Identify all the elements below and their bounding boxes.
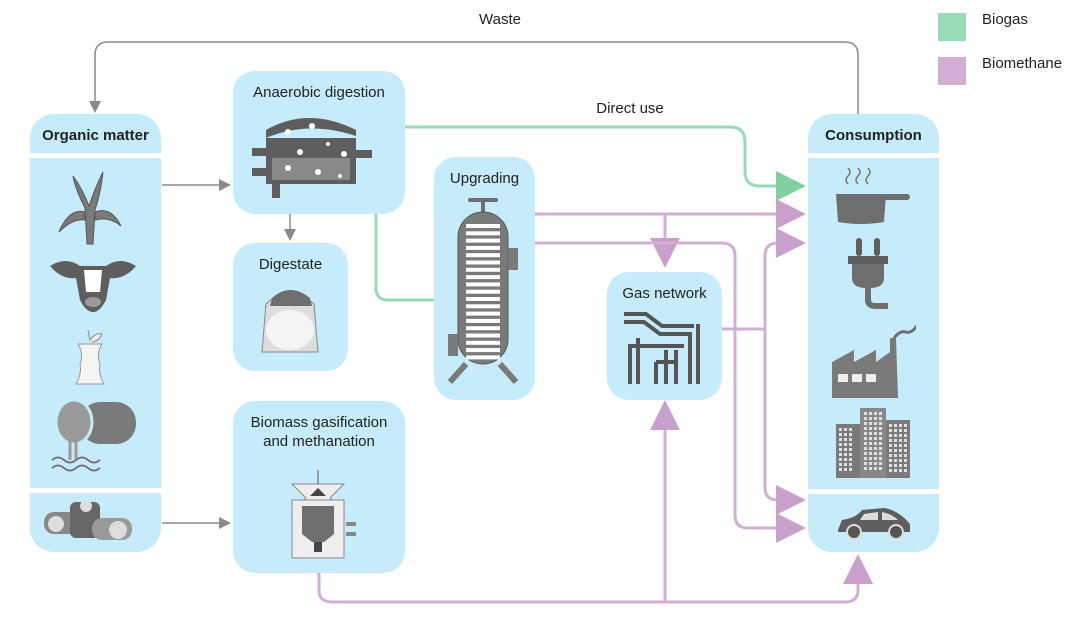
digestate-title: Digestate bbox=[258, 256, 323, 273]
legend-biogas-label: Biogas bbox=[982, 11, 1028, 28]
gasification-title-line2: and methanation bbox=[263, 433, 375, 450]
gasification-to-consumption-flow bbox=[317, 554, 873, 604]
upgrading-to-car-flow bbox=[535, 241, 806, 543]
consumption-box bbox=[808, 114, 939, 552]
pipeline-icon bbox=[624, 312, 700, 384]
factory-icon bbox=[832, 324, 916, 398]
wood-logs-icon bbox=[44, 500, 132, 540]
gasifier-icon bbox=[290, 470, 356, 559]
biogas-to-upgrading-flow bbox=[374, 213, 434, 302]
direct-use-flow bbox=[405, 125, 806, 201]
legend-biomethane-swatch bbox=[938, 57, 966, 85]
organic-matter-box bbox=[30, 114, 161, 552]
fertilizer-sack-icon bbox=[261, 290, 319, 353]
consumption-title: Consumption bbox=[825, 127, 922, 144]
anaerobic-digestion-title: Anaerobic digestion bbox=[253, 84, 385, 101]
cooking-pot-icon bbox=[836, 168, 910, 224]
legend-biomethane-label: Biomethane bbox=[982, 55, 1063, 72]
waste-label: Waste bbox=[479, 11, 521, 28]
cow-icon bbox=[50, 261, 136, 312]
gas-network-title: Gas network bbox=[622, 285, 707, 302]
apple-core-icon bbox=[75, 330, 105, 385]
upgrading-title: Upgrading bbox=[449, 170, 520, 187]
direct-use-label: Direct use bbox=[596, 100, 664, 117]
corn-plant-icon bbox=[58, 171, 122, 245]
legend-biogas-swatch bbox=[938, 13, 966, 41]
upgrading-column-icon bbox=[447, 198, 519, 384]
gasification-title-line1: Biomass gasification bbox=[250, 414, 388, 431]
waste-flow bbox=[89, 41, 859, 114]
buildings-icon bbox=[836, 408, 910, 478]
digester-tank-icon bbox=[252, 118, 372, 198]
electric-plug-icon bbox=[848, 238, 888, 309]
sewage-pipe-icon bbox=[51, 398, 136, 472]
organic-matter-title: Organic matter bbox=[42, 127, 149, 144]
car-icon bbox=[838, 508, 910, 540]
